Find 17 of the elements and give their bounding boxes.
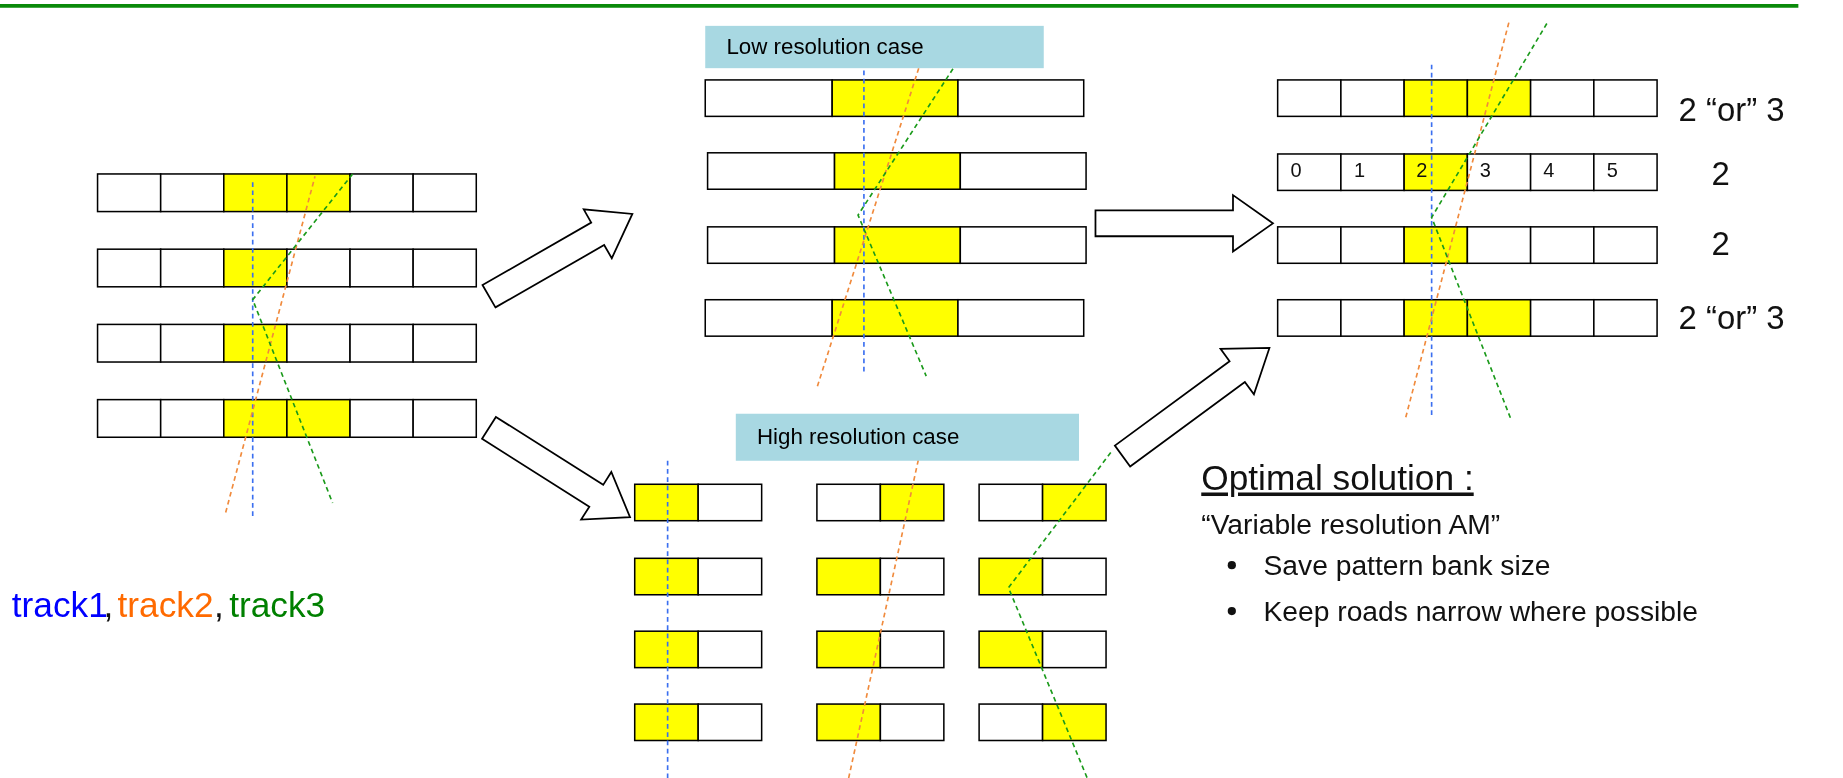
- block-arrow: [1094, 193, 1275, 254]
- legend-entry: track3: [229, 585, 326, 626]
- count-label: 2: [1711, 155, 1730, 193]
- block-arrow: [1113, 347, 1271, 468]
- quote-text: “Variable resolution AM”: [1201, 507, 1501, 541]
- case-heading: High resolution case: [735, 413, 1079, 461]
- count-label: 2 “or” 3: [1678, 299, 1785, 338]
- heading-text: Optimal solution :: [1201, 458, 1474, 499]
- bullet-text: Keep roads narrow where possible: [1263, 593, 1699, 629]
- block-arrow: [481, 208, 634, 309]
- block-arrow: [480, 415, 632, 521]
- separator: ,: [213, 585, 224, 626]
- bullet-text: Save pattern bank size: [1263, 547, 1552, 583]
- case-heading: Low resolution case: [705, 25, 1044, 69]
- count-label: 2: [1711, 225, 1730, 264]
- legend-entry: track2: [117, 585, 214, 626]
- count-label: 2 “or” 3: [1678, 91, 1785, 130]
